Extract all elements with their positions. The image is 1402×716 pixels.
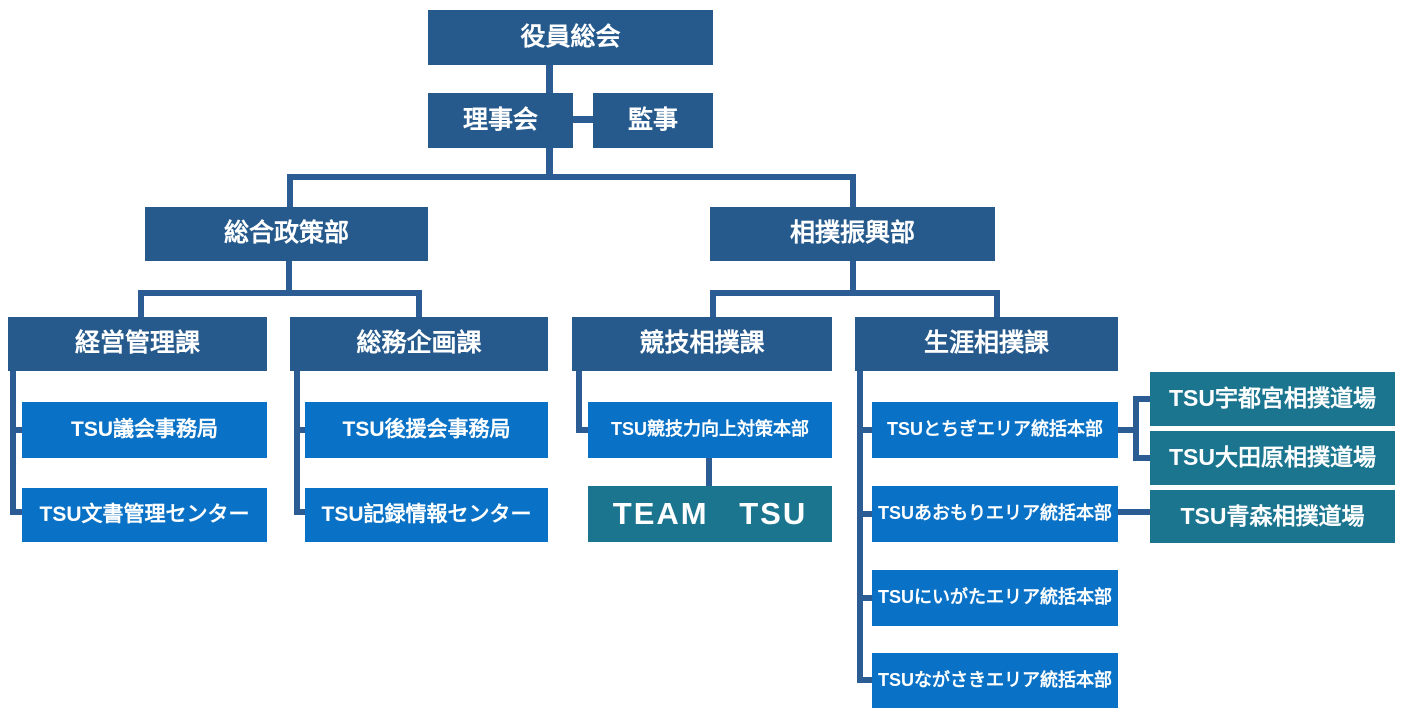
node-general-policy-dept: 総合政策部 — [145, 207, 428, 261]
node-tsu-tochigi-area-hq: TSUとちぎエリア統括本部 — [872, 402, 1118, 458]
connector-stub-records-center — [294, 509, 305, 515]
connector-stem-team-tsu — [706, 458, 712, 486]
connector-drop-affairs-section — [416, 290, 422, 317]
connector-tochigi-out — [1118, 427, 1139, 433]
connector-rail-lifelong-children — [857, 371, 863, 683]
connector-drop-competitive-section — [710, 290, 716, 317]
connector-stub-aomori-hq — [857, 511, 872, 517]
connector-drop-policy-dept — [287, 174, 293, 207]
node-management-admin-section: 経営管理課 — [8, 317, 267, 371]
node-tsu-document-management-center: TSU文書管理センター — [22, 488, 267, 542]
connector-stem-sumo-dept — [850, 261, 856, 296]
node-tsu-council-secretariat: TSU議会事務局 — [22, 402, 267, 458]
node-tsu-utsunomiya-dojo: TSU宇都宮相撲道場 — [1150, 372, 1395, 426]
node-tsu-aomori-dojo: TSU青森相撲道場 — [1150, 490, 1395, 543]
node-tsu-records-information-center: TSU記録情報センター — [305, 488, 548, 542]
connector-stub-document-center — [10, 509, 22, 515]
connector-splitter-policy-sections — [138, 290, 422, 296]
node-tsu-nagasaki-area-hq: TSUながさきエリア統括本部 — [872, 653, 1118, 708]
connector-stub-nagasaki-hq — [857, 677, 872, 683]
node-tsu-niigata-area-hq: TSUにいがたエリア統括本部 — [872, 570, 1118, 626]
connector-aomori-dojo-link — [1118, 509, 1150, 515]
connector-splitter-depts — [287, 174, 856, 180]
connector-stem-policy-dept — [286, 261, 292, 296]
connector-stub-supporters-office — [294, 427, 305, 433]
node-tsu-competitive-strength-hq: TSU競技力向上対策本部 — [588, 402, 832, 458]
connector-stub-niigata-hq — [857, 595, 872, 601]
node-tsu-supporters-secretariat: TSU後援会事務局 — [305, 402, 548, 458]
connector-stub-competitive-hq — [576, 427, 588, 433]
connector-rail-competitive-children — [576, 371, 582, 433]
connector-splitter-sumo-sections — [710, 290, 1000, 296]
connector-drop-sumo-dept — [850, 174, 856, 207]
connector-trunk-top — [546, 65, 553, 93]
node-sumo-promotion-dept: 相撲振興部 — [710, 207, 995, 261]
connector-trunk-mid — [546, 148, 553, 180]
connector-stub-council-office — [10, 427, 22, 433]
connector-rail-tochigi-dojos — [1133, 396, 1139, 461]
node-tsu-otawara-dojo: TSU大田原相撲道場 — [1150, 431, 1395, 485]
connector-stub-otawara-dojo — [1133, 455, 1150, 461]
node-tsu-aomori-area-hq: TSUあおもりエリア統括本部 — [872, 486, 1118, 542]
node-competitive-sumo-section: 競技相撲課 — [572, 317, 832, 371]
connector-stub-utsunomiya-dojo — [1133, 396, 1150, 402]
node-general-affairs-planning-section: 総務企画課 — [290, 317, 548, 371]
node-auditor: 監事 — [593, 93, 713, 148]
connector-board-auditor — [572, 116, 593, 123]
connector-drop-mgmt-section — [138, 290, 144, 317]
connector-rail-affairs-children — [294, 371, 300, 515]
connector-rail-mgmt-children — [10, 371, 16, 515]
connector-stub-tochigi-hq — [857, 427, 872, 433]
node-general-meeting: 役員総会 — [428, 10, 713, 65]
connector-drop-lifelong-section — [994, 290, 1000, 317]
node-board-of-directors: 理事会 — [428, 93, 573, 148]
node-team-tsu: TEAM TSU — [588, 486, 832, 542]
node-lifelong-sumo-section: 生涯相撲課 — [855, 317, 1118, 371]
